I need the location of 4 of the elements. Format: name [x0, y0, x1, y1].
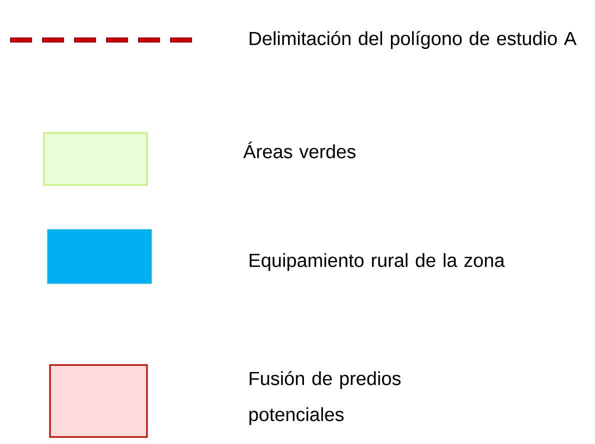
- legend-text: Áreas verdes: [243, 142, 356, 158]
- legend-text: Equipamiento rural de la zona: [250, 253, 505, 271]
- legend-text: Delimitación del polígono de estudio A: [250, 31, 577, 49]
- legend-text: Fusión de predios potenciales: [249, 371, 401, 425]
